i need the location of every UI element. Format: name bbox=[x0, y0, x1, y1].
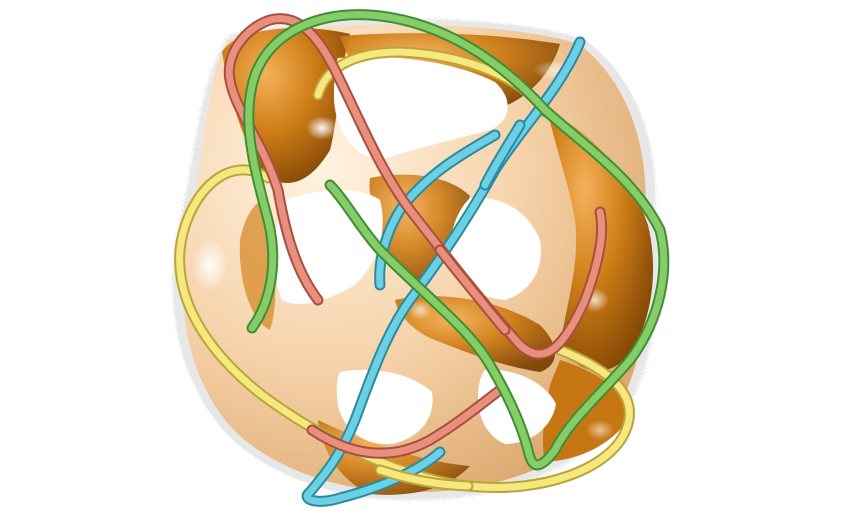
surface-highlights bbox=[192, 60, 614, 440]
tube-crossings bbox=[374, 119, 526, 492]
green-tube bbox=[243, 9, 670, 471]
knot-tubes bbox=[174, 9, 670, 507]
salmon-tube bbox=[223, 13, 608, 459]
